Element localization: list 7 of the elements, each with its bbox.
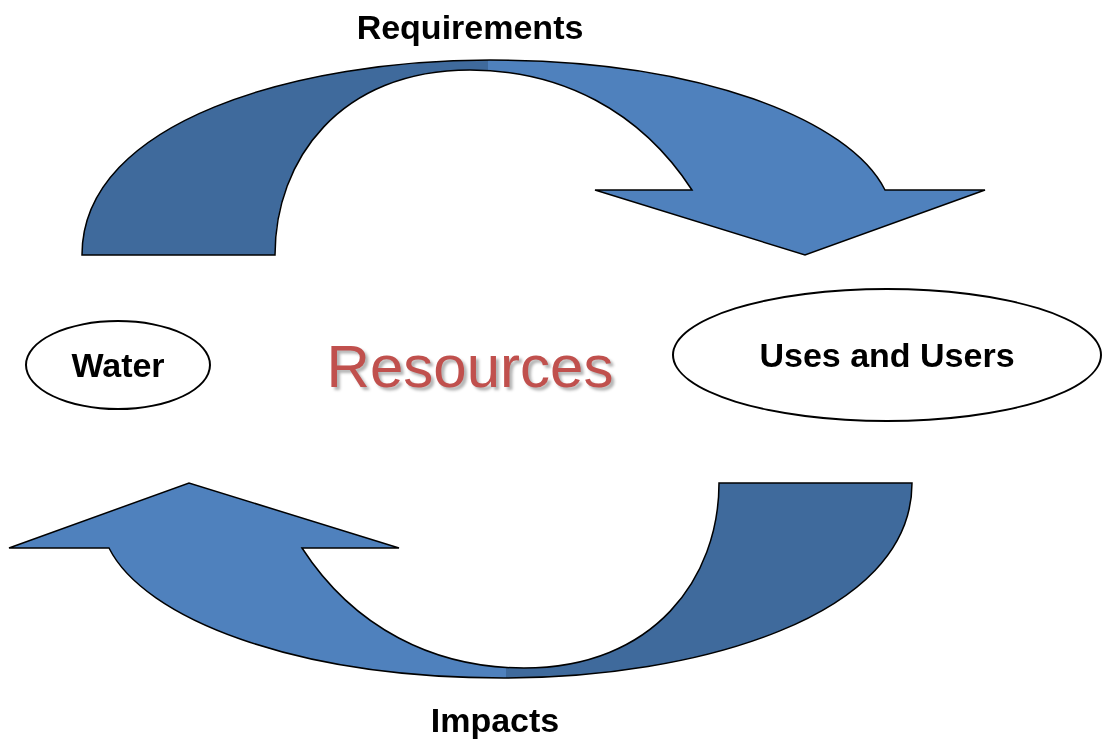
center-label: Resources bbox=[326, 331, 614, 401]
curved-block-arrow bbox=[8, 482, 913, 679]
edge-label: Impacts bbox=[430, 700, 560, 740]
edge-label: Requirements bbox=[356, 7, 584, 47]
node-label: Uses and Users bbox=[759, 335, 1015, 375]
curved-block-arrow bbox=[81, 59, 986, 256]
node-label: Water bbox=[71, 345, 165, 385]
